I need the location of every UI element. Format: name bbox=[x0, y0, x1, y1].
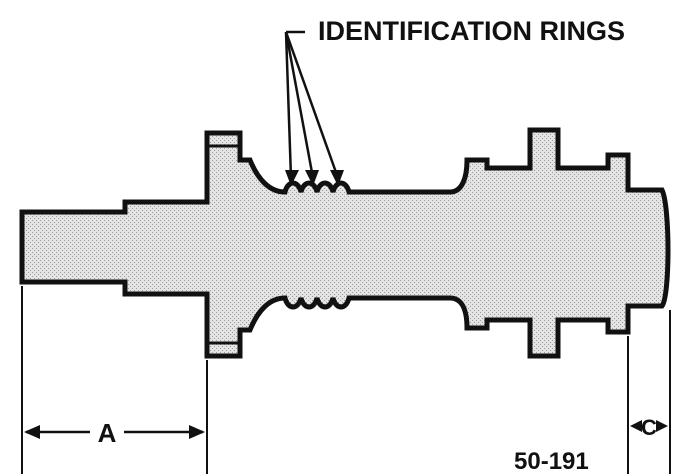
dimension-c-arrow-right bbox=[656, 420, 668, 432]
dimension-c: C bbox=[630, 415, 668, 440]
callout-arrowheads bbox=[285, 170, 344, 186]
callout-leaders bbox=[284, 30, 340, 179]
dimension-a-label: A bbox=[98, 418, 117, 448]
figure-number: 50-191 bbox=[514, 448, 589, 474]
dimension-a-arrow-left bbox=[24, 425, 40, 439]
dimension-a: A bbox=[24, 418, 205, 448]
extension-lines bbox=[21, 286, 671, 474]
shaft-body bbox=[19, 127, 671, 359]
dimension-c-arrow-left bbox=[630, 420, 642, 432]
dimension-c-label: C bbox=[641, 415, 657, 440]
callout-label: IDENTIFICATION RINGS bbox=[318, 16, 625, 46]
dimension-a-arrow-right bbox=[189, 425, 205, 439]
